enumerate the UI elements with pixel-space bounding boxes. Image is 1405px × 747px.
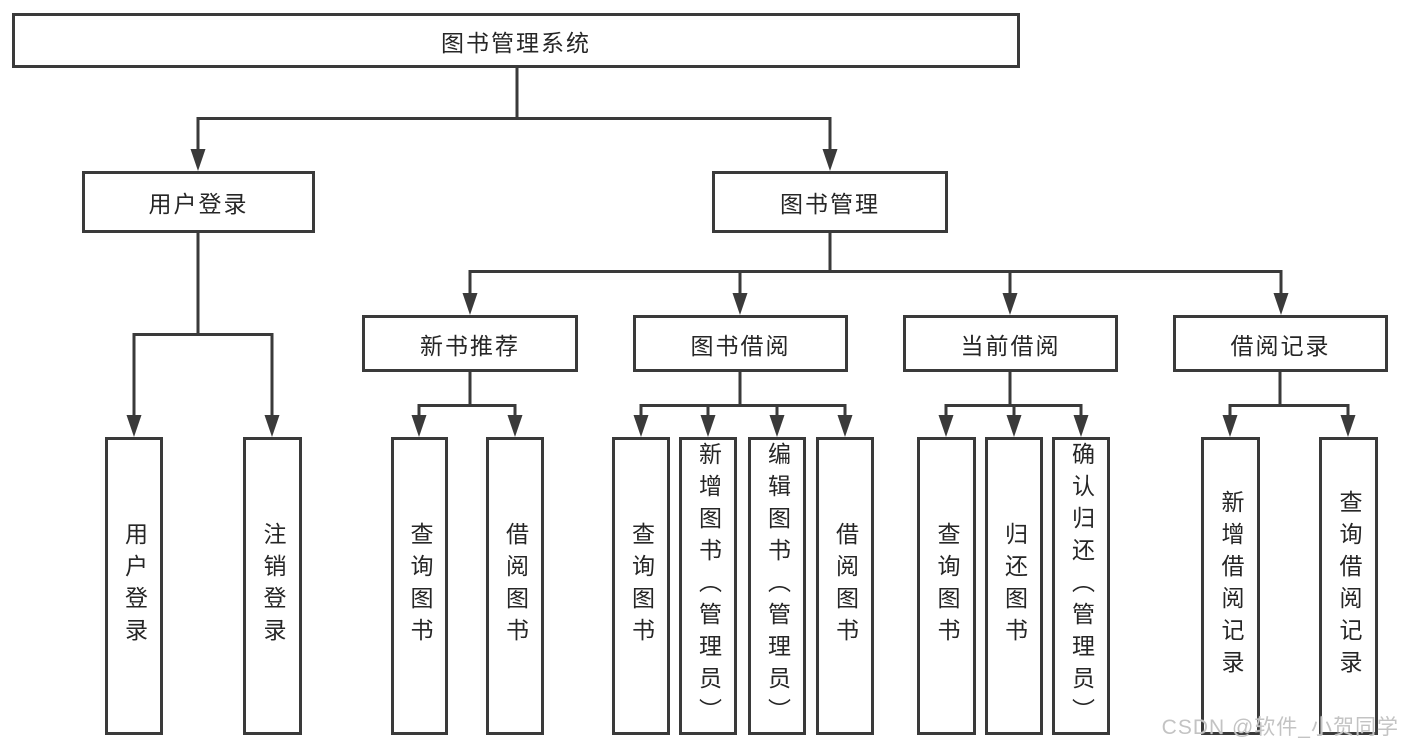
node-label: 借阅图书 xyxy=(502,522,529,650)
arrowhead xyxy=(938,415,954,437)
node-label: 查询借阅记录 xyxy=(1336,490,1362,682)
arrowhead xyxy=(264,415,280,437)
node-leaf-logout: 注销登录 xyxy=(243,437,302,735)
node-label: 查询图书 xyxy=(628,522,655,650)
node-label: 确认归还（管理员） xyxy=(1068,442,1095,730)
arrowhead xyxy=(1073,415,1089,437)
node-leaf-query-books-3: 查询图书 xyxy=(917,437,976,735)
node-label: 借阅图书 xyxy=(832,522,859,650)
node-leaf-borrow-books-1: 借阅图书 xyxy=(486,437,544,735)
node-label: 查询图书 xyxy=(934,522,960,650)
node-leaf-user-login: 用户登录 xyxy=(105,437,163,735)
node-leaf-query-borrow-record: 查询借阅记录 xyxy=(1319,437,1378,735)
arrowhead xyxy=(1273,293,1289,315)
node-leaf-add-books-admin: 新增图书（管理员） xyxy=(679,437,737,735)
arrowhead xyxy=(1222,415,1238,437)
node-new-book-recommendation: 新书推荐 xyxy=(362,315,578,372)
node-label: 用户登录 xyxy=(121,522,148,650)
arrowhead xyxy=(822,149,838,171)
node-label: 注销登录 xyxy=(260,522,286,650)
arrowhead xyxy=(126,415,142,437)
node-user-login-module: 用户登录 xyxy=(82,171,315,233)
node-label: 新增图书（管理员） xyxy=(695,442,722,730)
node-label: 图书管理 xyxy=(780,191,880,217)
node-label: 图书管理系统 xyxy=(441,29,591,56)
arrowhead xyxy=(507,415,523,437)
node-label: 新书推荐 xyxy=(420,332,520,359)
arrowhead xyxy=(190,149,206,171)
node-borrowing-records: 借阅记录 xyxy=(1173,315,1388,372)
csdn-watermark: CSDN @软件_小贺同学 xyxy=(1161,716,1399,739)
arrowhead xyxy=(769,415,785,437)
node-current-borrowing: 当前借阅 xyxy=(903,315,1118,372)
node-label: 新增借阅记录 xyxy=(1218,490,1244,682)
node-book-management-module: 图书管理 xyxy=(712,171,948,233)
node-leaf-query-books-1: 查询图书 xyxy=(391,437,448,735)
node-label: 借阅记录 xyxy=(1230,332,1331,359)
node-label: 查询图书 xyxy=(407,522,433,650)
node-label: 用户登录 xyxy=(148,191,249,217)
node-leaf-edit-books-admin: 编辑图书（管理员） xyxy=(748,437,806,735)
arrowhead xyxy=(1002,293,1018,315)
arrowhead xyxy=(700,415,716,437)
node-root-library-management-system: 图书管理系统 xyxy=(12,13,1020,68)
arrowhead xyxy=(1006,415,1022,437)
node-book-borrowing: 图书借阅 xyxy=(633,315,848,372)
node-label: 归还图书 xyxy=(1001,522,1028,650)
node-leaf-add-borrow-record: 新增借阅记录 xyxy=(1201,437,1260,735)
node-label: 图书借阅 xyxy=(690,332,791,359)
arrowhead xyxy=(411,415,427,437)
arrowhead xyxy=(837,415,853,437)
node-leaf-return-books: 归还图书 xyxy=(985,437,1043,735)
arrowhead xyxy=(1340,415,1356,437)
node-leaf-confirm-return-admin: 确认归还（管理员） xyxy=(1052,437,1110,735)
node-label: 当前借阅 xyxy=(960,332,1061,359)
node-leaf-query-books-2: 查询图书 xyxy=(612,437,670,735)
node-leaf-borrow-books-2: 借阅图书 xyxy=(816,437,874,735)
arrowhead xyxy=(732,293,748,315)
arrowhead xyxy=(462,293,478,315)
node-label: 编辑图书（管理员） xyxy=(764,442,791,730)
arrowhead xyxy=(633,415,649,437)
